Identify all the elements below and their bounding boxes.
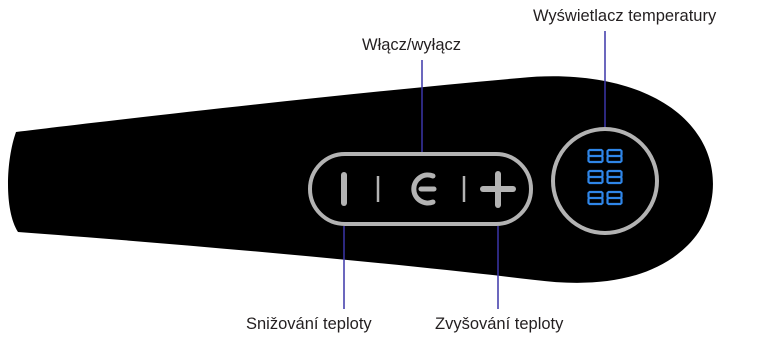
- seven-segment-display: [587, 148, 623, 206]
- plus-icon: [480, 171, 516, 208]
- power-label: Włącz/wyłącz: [362, 36, 462, 54]
- power-button[interactable]: [411, 172, 437, 206]
- display-label: Wyświetlacz temperatury: [533, 7, 717, 25]
- device-body: [8, 76, 713, 283]
- button-panel: [308, 152, 533, 226]
- power-icon: [411, 172, 437, 206]
- increase-label: Zvyšování teploty: [435, 315, 564, 333]
- temperature-display: [551, 127, 659, 235]
- decrease-label: Snižování teploty: [246, 315, 372, 333]
- increase-button[interactable]: [480, 171, 516, 208]
